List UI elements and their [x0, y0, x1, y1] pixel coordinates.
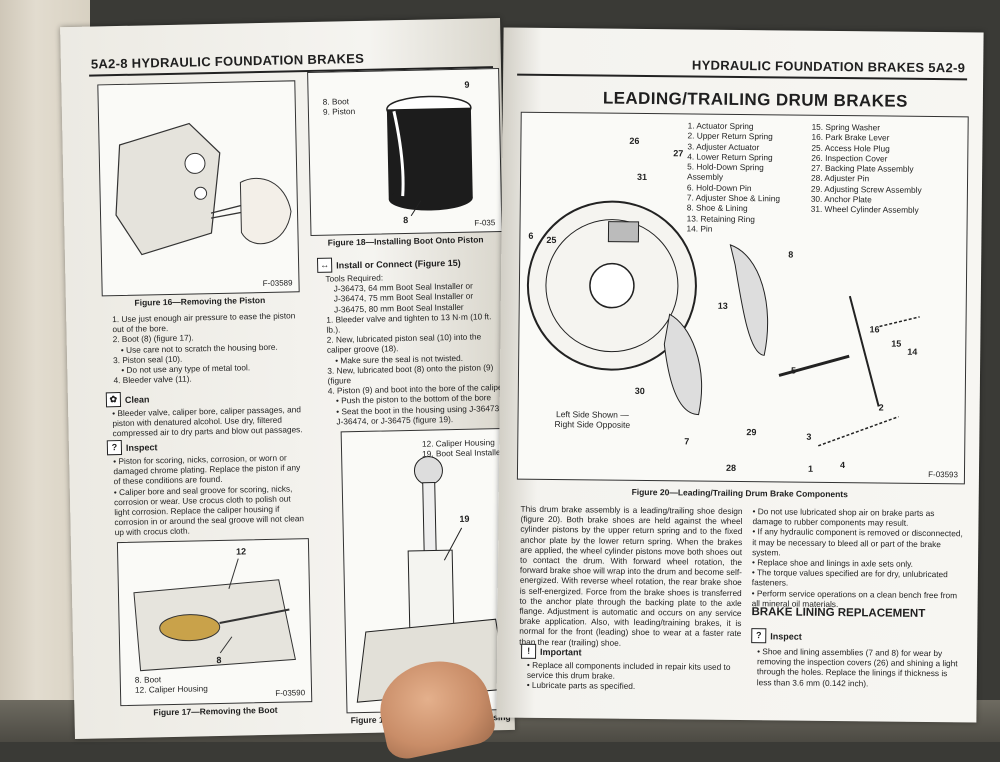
important-item-1: • Replace all components included in rep…	[526, 659, 731, 681]
install-title: Install or Connect (Figure 15)	[336, 257, 461, 270]
figure-18-legend: 8. Boot 9. Piston	[323, 96, 356, 117]
lining-inspect-title: Inspect	[770, 630, 802, 642]
callout-29: 29	[746, 427, 757, 438]
removal-steps: 1. Use just enough air pressure to ease …	[112, 310, 303, 385]
install-body: Tools Required: J-36473, 64 mm Boot Seal…	[325, 270, 508, 427]
callout-31: 31	[637, 171, 648, 183]
figure-16: F-03589	[97, 80, 300, 297]
callout-5: 5	[790, 365, 797, 376]
lining-inspect-heading: ? Inspect	[751, 628, 802, 644]
inspect-icon: ?	[751, 628, 767, 644]
service-note-2: • If any hydraulic component is removed …	[752, 526, 963, 558]
callout-27: 27	[673, 148, 684, 159]
figure-18-legend-2: 9. Piston	[322, 106, 356, 118]
left-page: 5A2-8 HYDRAULIC FOUNDATION BRAKES F-0358…	[60, 18, 515, 740]
figure-18: 8. Boot 9. Piston 9 8 F-035	[307, 68, 503, 237]
boot-removal-illustration	[133, 558, 296, 672]
inspect-body: • Piston for scoring, nicks, corrosion, …	[113, 452, 305, 538]
callout-2: 2	[878, 402, 884, 413]
inspect-title: Inspect	[125, 441, 158, 453]
drum-brake-exploded-view	[526, 200, 920, 447]
callout-13: 13	[717, 300, 728, 311]
legend-item-8: 8. Shoe & Lining	[686, 202, 748, 214]
important-title: Important	[540, 646, 582, 657]
callout-28: 28	[725, 462, 737, 473]
legend-item-14: 14. Pin	[686, 223, 713, 234]
callout-8: 8	[788, 249, 794, 260]
figure-20-caption: Figure 20—Leading/Trailing Drum Brake Co…	[631, 486, 848, 500]
piston-removal-illustration	[115, 122, 292, 256]
clean-heading: ✿ Clean	[105, 391, 150, 408]
right-page-header: HYDRAULIC FOUNDATION BRAKES 5A2-9	[691, 57, 966, 76]
callout-3: 3	[806, 431, 812, 442]
figure-17-legend: 8. Boot 12. Caliper Housing	[135, 673, 208, 695]
callout-1: 1	[807, 463, 814, 474]
inspect-item-2: • Caliper bore and seal groove for scori…	[113, 483, 305, 538]
figure-18-callout-8: 8	[403, 214, 409, 226]
boot-piston-illustration	[386, 95, 473, 217]
figure-17-legend-2: 12. Caliper Housing	[134, 683, 208, 696]
side-note: Left Side Shown — Right Side Opposite	[554, 409, 631, 430]
lining-inspect-body: • Shoe and lining assemblies (7 and 8) f…	[756, 646, 958, 688]
inspect-heading: ? Inspect	[106, 439, 158, 456]
figure-17-code: F-03590	[275, 688, 306, 698]
figure-18-legend-1: 8. Boot	[322, 96, 350, 107]
figure-19-legend: 12. Caliper Housing 19. Boot Seal Instal…	[422, 437, 504, 459]
figure-20-legend-col2: 15. Spring Washer 16. Park Brake Lever 2…	[811, 122, 923, 216]
figure-20-legend-col1: 1. Actuator Spring 2. Upper Return Sprin…	[686, 120, 780, 234]
callout-15: 15	[891, 338, 902, 349]
important-icon: !	[521, 643, 537, 659]
important-item-2: • Lubricate parts as specified.	[526, 680, 636, 692]
install-step-4-note-2: • Seat the boot in the housing using J-3…	[336, 402, 502, 427]
service-note-1: • Do not use lubricated shop air on brak…	[752, 506, 935, 528]
figure-16-code: F-03589	[262, 278, 293, 289]
clean-icon: ✿	[105, 392, 122, 408]
callout-4: 4	[840, 460, 846, 471]
figure-17-callout-12: 12	[236, 546, 247, 557]
figure-18-callout-9: 9	[464, 79, 470, 90]
drum-brake-description: This drum brake assembly is a leading/tr…	[519, 503, 743, 648]
inspect-icon: ?	[106, 440, 123, 456]
figure-19-callout-19: 19	[459, 513, 470, 524]
callout-30: 30	[634, 385, 645, 397]
figure-17-callout-8: 8	[216, 654, 222, 666]
important-heading: ! Important	[521, 643, 582, 660]
service-notes: • Do not use lubricated shop air on brak…	[752, 506, 965, 610]
important-body: • Replace all components included in rep…	[527, 660, 741, 693]
figure-19-legend-2: 19. Boot Seal Installer	[422, 447, 504, 460]
callout-7: 7	[684, 436, 690, 447]
clean-title: Clean	[124, 393, 150, 405]
callout-14: 14	[907, 346, 918, 357]
figure-17: 12 8 8. Boot 12. Caliper Housing F-03590	[116, 538, 313, 707]
legend-item-2: 2. Upper Return Spring	[687, 130, 773, 142]
inspect-item-1: • Piston for scoring, nicks, corrosion, …	[113, 452, 301, 487]
callout-6: 6	[528, 230, 534, 241]
lining-replacement-title: BRAKE LINING REPLACEMENT	[751, 606, 926, 620]
install-heading: ↔ Install or Connect (Figure 15)	[316, 255, 461, 273]
install-icon: ↔	[316, 257, 333, 273]
section-title: LEADING/TRAILING DRUM BRAKES	[602, 88, 908, 111]
service-note-4: • The torque values specified are for dr…	[751, 567, 948, 588]
clean-body: • Bleeder valve, caliper bore, caliper p…	[112, 404, 303, 439]
callout-25: 25	[546, 234, 557, 246]
figure-18-code: F-035	[474, 218, 496, 228]
callout-26: 26	[629, 135, 640, 146]
legend-item-5b: Assembly	[687, 171, 724, 183]
callout-16: 16	[869, 324, 880, 335]
legend-item-16: 16. Park Brake Lever	[811, 132, 890, 143]
legend-item-31: 31. Wheel Cylinder Assembly	[810, 204, 919, 216]
right-page: HYDRAULIC FOUNDATION BRAKES 5A2-9 LEADIN…	[496, 27, 984, 723]
figure-20-code: F-03593	[928, 469, 959, 480]
left-page-header: 5A2-8 HYDRAULIC FOUNDATION BRAKES	[90, 50, 365, 72]
figure-20: 1. Actuator Spring 2. Upper Return Sprin…	[516, 111, 969, 485]
